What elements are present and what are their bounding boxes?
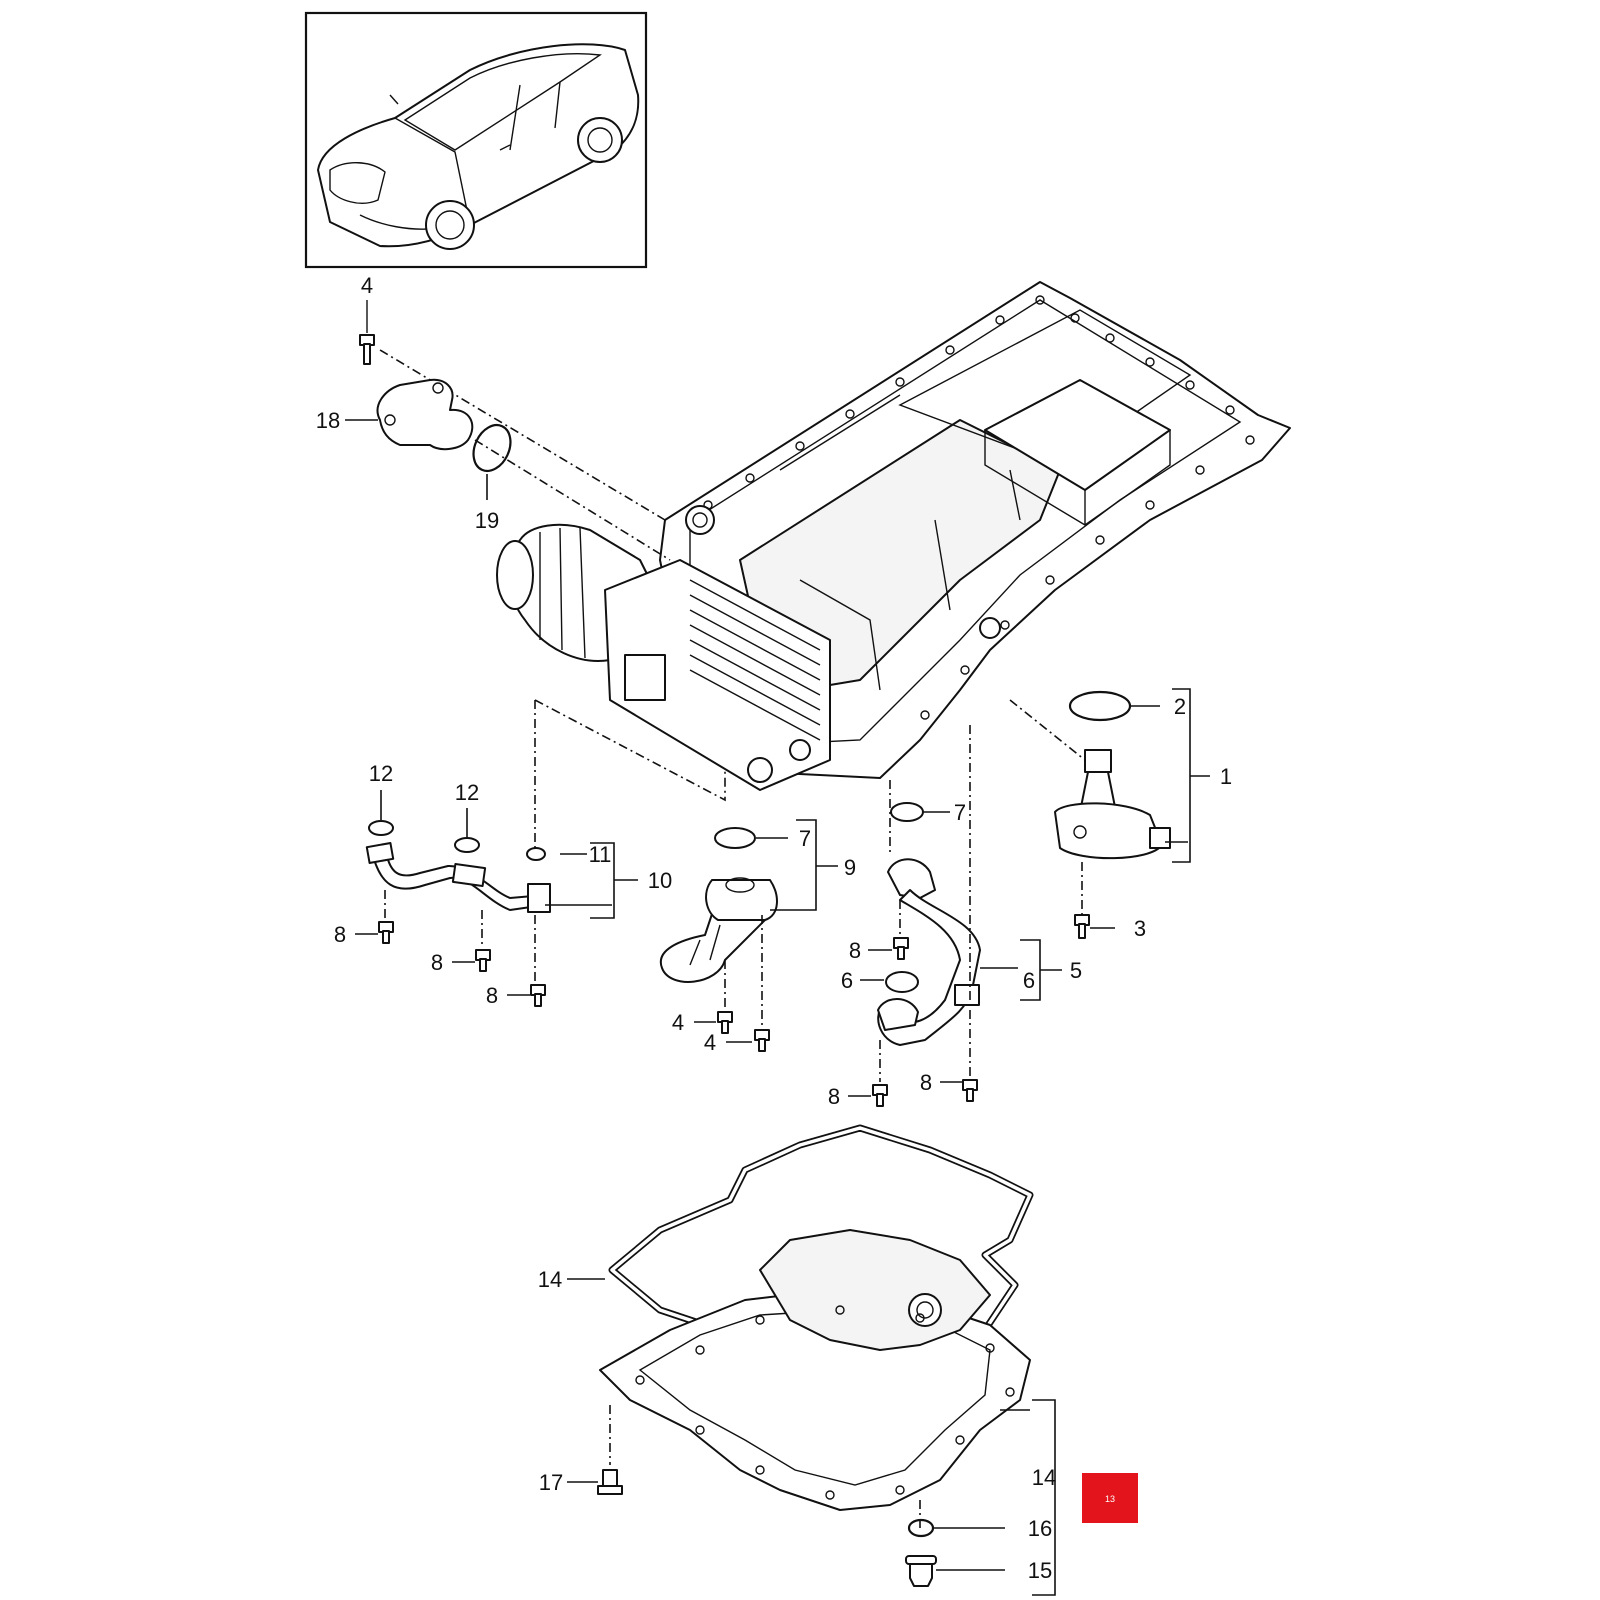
oil-line-5 [877, 802, 981, 1046]
callout-14: 14 [538, 1267, 562, 1292]
leaders-10-group [380, 790, 587, 855]
callout-14: 14 [1032, 1465, 1056, 1490]
callout-8: 8 [486, 983, 498, 1008]
o-ring-7b [890, 802, 924, 822]
car-illustration [317, 43, 640, 250]
cover-18 [376, 378, 474, 451]
callout-18: 18 [316, 408, 340, 433]
axis-line-1 [1009, 699, 1086, 761]
callout-17: 17 [539, 1470, 563, 1495]
axis-line-10b [534, 699, 726, 802]
bolts-8-group-10 [355, 890, 546, 1007]
part-13-badge: 13 [1082, 1473, 1138, 1523]
callout-4: 4 [361, 273, 373, 298]
axis-line-18 [474, 439, 671, 561]
flange-bolt-holes [703, 295, 1255, 720]
axis-line-4 [379, 349, 666, 521]
oil-level-sensor-1 [1054, 749, 1171, 860]
axis-line-5 [889, 725, 971, 1080]
callout-16: 16 [1028, 1516, 1052, 1541]
bolt-4-top [359, 300, 375, 365]
bolts-8-group-5 [848, 900, 978, 1107]
o-ring-12a [368, 820, 394, 836]
callout-11: 11 [589, 842, 612, 867]
callout-8: 8 [828, 1084, 840, 1109]
callout-7: 7 [799, 826, 811, 851]
badge-label: 13 [1105, 1494, 1115, 1504]
bolt-3 [1074, 914, 1090, 939]
callout-15: 15 [1028, 1558, 1052, 1583]
callout-1: 1 [1220, 764, 1232, 789]
o-ring-2 [1068, 690, 1132, 722]
o-ring-19 [472, 423, 512, 473]
bracket-9 [770, 819, 838, 911]
leaders-5-group [860, 811, 1018, 981]
callout-3: 3 [1134, 916, 1146, 941]
bracket-1 [1172, 688, 1210, 863]
upper-oil-pan [496, 281, 1291, 791]
callout-labels: 4 18 19 2 1 3 12 12 11 10 8 8 8 7 9 4 4 … [316, 273, 1232, 1583]
bolt-17 [597, 1469, 623, 1495]
callout-8: 8 [849, 938, 861, 963]
callout-4: 4 [704, 1030, 716, 1055]
callout-2: 2 [1174, 694, 1186, 719]
bracket-5 [1020, 939, 1062, 1001]
callout-12: 12 [455, 780, 479, 805]
drain-plug-15 [905, 1555, 937, 1587]
callout-7: 7 [954, 800, 966, 825]
bolts-4-group-9 [694, 915, 770, 1052]
callout-8: 8 [334, 922, 346, 947]
o-ring-7a [714, 827, 756, 849]
callout-19: 19 [475, 508, 499, 533]
callout-12: 12 [369, 761, 393, 786]
callout-10: 10 [648, 868, 672, 893]
o-ring-11 [526, 847, 546, 861]
lower-oil-pan [599, 1229, 1031, 1511]
callout-6: 6 [1023, 968, 1035, 993]
badge-box [1082, 1473, 1138, 1523]
seal-16 [907, 1518, 935, 1538]
callout-6: 6 [841, 968, 853, 993]
callout-9: 9 [844, 855, 856, 880]
vehicle-thumbnail [304, 11, 648, 269]
callout-8: 8 [920, 1070, 932, 1095]
o-ring-12b [454, 837, 480, 853]
oil-line-10 [365, 820, 551, 913]
o-ring-6 [885, 971, 919, 993]
bracket-10 [545, 842, 638, 919]
callout-8: 8 [431, 950, 443, 975]
callout-4: 4 [672, 1010, 684, 1035]
suction-pipe-9 [659, 827, 778, 983]
bracket-14b [1000, 1399, 1056, 1596]
callout-5: 5 [1070, 958, 1082, 983]
oil-cooler [604, 559, 831, 791]
